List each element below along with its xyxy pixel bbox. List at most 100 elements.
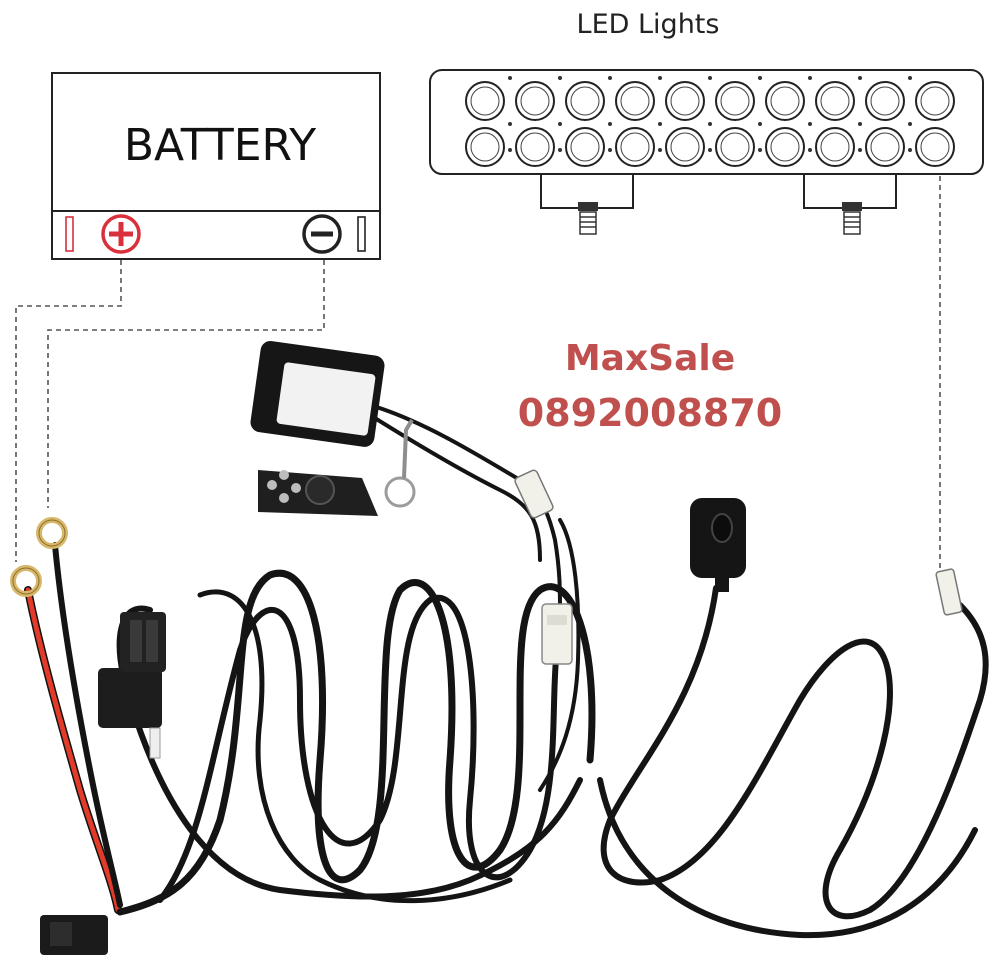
led-lamp <box>715 81 755 121</box>
led-bar-screw <box>708 122 712 126</box>
led-lamp <box>465 81 505 121</box>
led-lamp-lens <box>470 86 500 116</box>
led-lights-title: LED Lights <box>577 9 720 40</box>
connector-lead-wire <box>538 518 581 792</box>
watermark-name: MaxSale <box>565 338 735 379</box>
switch-lead-wire <box>600 585 989 920</box>
positive-guide-line <box>15 260 122 562</box>
led-bar-screw <box>558 148 562 152</box>
led-lamp <box>865 127 905 167</box>
led-lamp <box>915 81 955 121</box>
led-bar-screw <box>808 76 812 80</box>
led-lamp <box>665 81 705 121</box>
remote-button-4[interactable] <box>291 483 301 493</box>
led-bar-screw <box>608 76 612 80</box>
led-bar-screw <box>708 148 712 152</box>
fuse-holder <box>40 915 108 955</box>
led-lamp <box>915 127 955 167</box>
harness-return-wire <box>597 777 978 939</box>
minus-circle-icon <box>302 214 342 254</box>
led-bar-screw <box>658 122 662 126</box>
led-lamp-lens <box>720 132 750 162</box>
ground-wire <box>52 542 123 908</box>
key-ring <box>384 476 416 508</box>
harness-loop-2 <box>157 594 573 903</box>
led-bar-screw <box>608 122 612 126</box>
led-lamp <box>715 127 755 167</box>
led-lamp <box>765 127 805 167</box>
led-bar-screw <box>608 148 612 152</box>
led-lamp <box>515 81 555 121</box>
led-lamp-lens <box>870 132 900 162</box>
watermark-phone: 0892008870 <box>518 391 782 435</box>
connector-white-plug <box>541 603 573 665</box>
led-bar-screw <box>508 76 512 80</box>
connector-fuse-small <box>514 469 554 519</box>
switch[interactable] <box>690 498 746 592</box>
led-bar-screw <box>758 148 762 152</box>
led-lamp-lens <box>870 86 900 116</box>
led-lamp <box>565 127 605 167</box>
led-bar-screw <box>758 122 762 126</box>
led-lamp <box>615 81 655 121</box>
remote-button-2[interactable] <box>279 493 289 503</box>
led-lamp <box>465 127 505 167</box>
led-bar-screw <box>558 76 562 80</box>
led-lamp <box>615 127 655 167</box>
led-light-bar <box>429 69 984 235</box>
led-bar-screw <box>658 76 662 80</box>
controller-wire-2 <box>368 413 542 562</box>
mount-bolt-right <box>842 202 862 235</box>
led-lamp <box>815 127 855 167</box>
led-bar-screw <box>908 122 912 126</box>
remote-key-fob[interactable] <box>258 418 416 516</box>
negative-guide-line <box>47 260 325 508</box>
led-lamp-lens <box>920 132 950 162</box>
led-bar-screw <box>508 148 512 152</box>
led-bar-screw <box>858 76 862 80</box>
led-bar-screw <box>858 122 862 126</box>
led-lamp-lens <box>820 132 850 162</box>
led-bar-screw <box>758 76 762 80</box>
led-bar-screw <box>808 122 812 126</box>
led-lamp-lens <box>820 86 850 116</box>
led-lamp-lens <box>920 86 950 116</box>
led-lamp <box>565 81 605 121</box>
led-lamp-lens <box>620 132 650 162</box>
led-lamp-lens <box>770 86 800 116</box>
led-bar-screw <box>508 122 512 126</box>
led-lamp-lens <box>570 132 600 162</box>
red-wire <box>25 587 121 913</box>
led-lamp-lens <box>520 86 550 116</box>
led-lamp <box>815 81 855 121</box>
wiring-harness <box>24 403 989 939</box>
led-bar-screw <box>558 122 562 126</box>
led-lamp-lens <box>520 132 550 162</box>
led-lamp <box>665 127 705 167</box>
harness-loop-4 <box>197 589 513 904</box>
led-lamp-lens <box>720 86 750 116</box>
battery: BATTERY <box>51 72 381 260</box>
led-lamp-lens <box>670 132 700 162</box>
connector-led-plug <box>935 568 963 616</box>
ring-terminal-positive <box>10 565 42 597</box>
wireless-controller-module <box>250 340 385 447</box>
led-bar-screw <box>808 148 812 152</box>
positive-terminal-mark <box>65 216 74 252</box>
led-lamp-lens <box>670 86 700 116</box>
led-lamp <box>765 81 805 121</box>
led-lamp-lens <box>570 86 600 116</box>
led-lamp <box>515 127 555 167</box>
led-bar-screw <box>908 148 912 152</box>
relay <box>98 612 166 759</box>
led-lamp-lens <box>620 86 650 116</box>
led-lamp-lens <box>470 132 500 162</box>
ring-terminal-negative <box>36 517 68 549</box>
mount-bolt-left <box>578 202 598 235</box>
negative-terminal-mark <box>357 216 366 252</box>
led-lamp <box>865 81 905 121</box>
remote-button-1[interactable] <box>267 480 277 490</box>
remote-button-3[interactable] <box>279 470 289 480</box>
switch-button[interactable] <box>711 513 733 543</box>
